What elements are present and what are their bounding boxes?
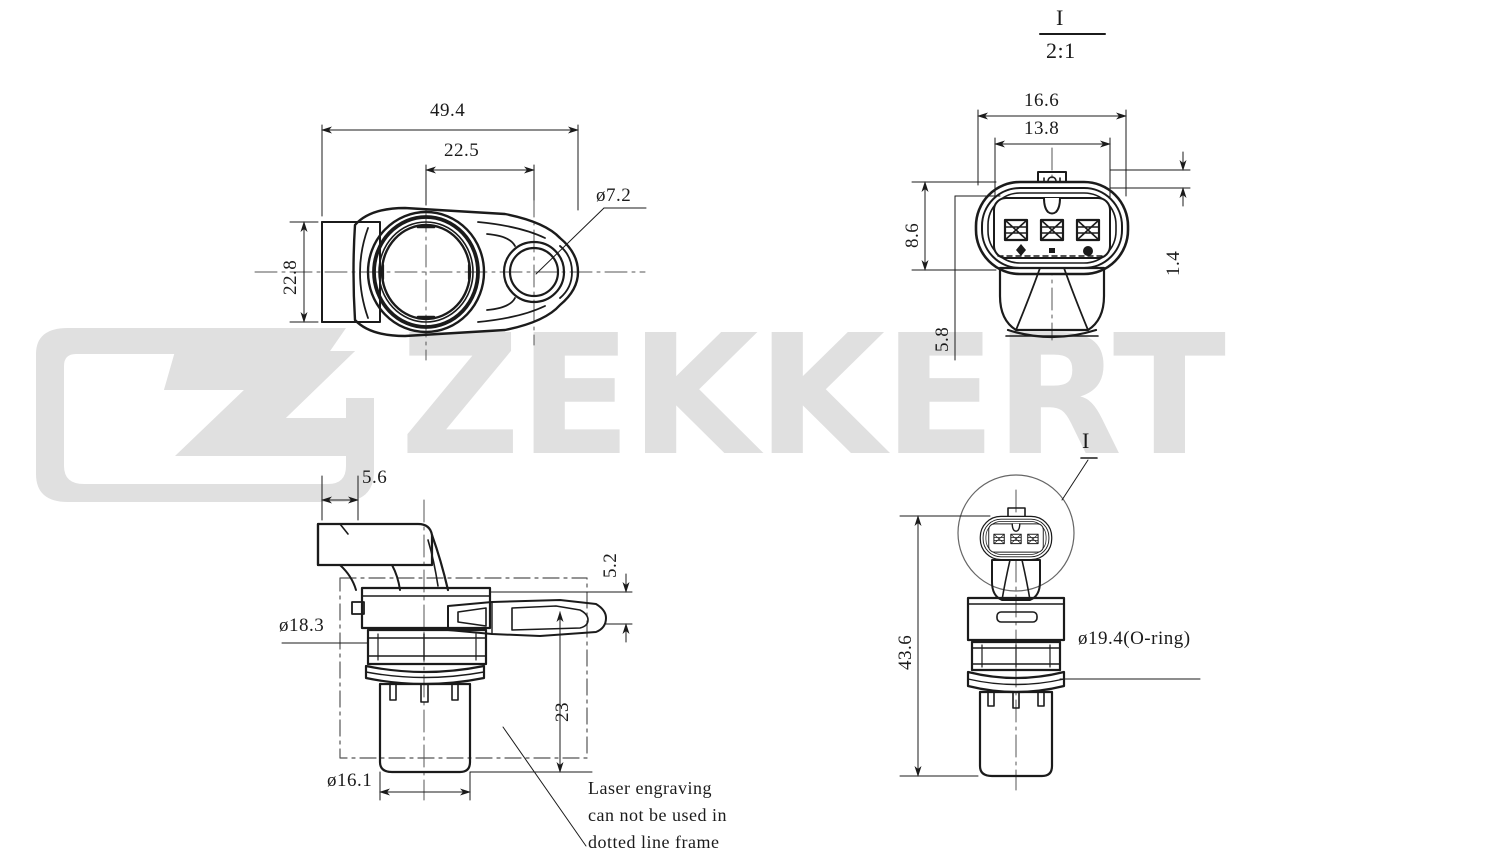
dimension-label-22-8: 22.8 (280, 259, 301, 295)
dimension-label-dia-16-1: ø16.1 (327, 770, 373, 791)
view-front-geometry (899, 457, 1201, 791)
dimension-label-5-2: 5.2 (600, 552, 621, 578)
laser-engraving-note: Laser engraving can not be used in dotte… (588, 778, 727, 852)
view-top-left-geometry (254, 124, 647, 361)
dimension-label-16-6: 16.6 (1024, 90, 1060, 111)
dimension-label-13-8: 13.8 (1024, 118, 1060, 139)
detail-marker-I: I (1082, 428, 1090, 453)
section-scale-label: 2:1 (1046, 38, 1076, 63)
dimension-label-dia-18-3: ø18.3 (279, 615, 325, 636)
dimension-label-5-8: 5.8 (932, 326, 953, 352)
dimension-label-22-5: 22.5 (444, 140, 480, 161)
view-detail-geometry (911, 33, 1191, 361)
dimension-label-49-4: 49.4 (430, 100, 466, 121)
dimension-label-8-6: 8.6 (902, 222, 923, 248)
dimension-label-5-6: 5.6 (362, 467, 388, 488)
dimension-label-dia-19-4-oring: ø19.4(O-ring) (1078, 628, 1191, 649)
section-label-I: I (1056, 5, 1064, 30)
dimension-label-43-6: 43.6 (895, 634, 916, 670)
dimension-label-1-4: 1.4 (1163, 250, 1184, 276)
dimension-label-dia-7-2: ø7.2 (596, 185, 632, 206)
view-side-geometry (281, 475, 633, 847)
dimension-label-23: 23 (552, 702, 573, 722)
